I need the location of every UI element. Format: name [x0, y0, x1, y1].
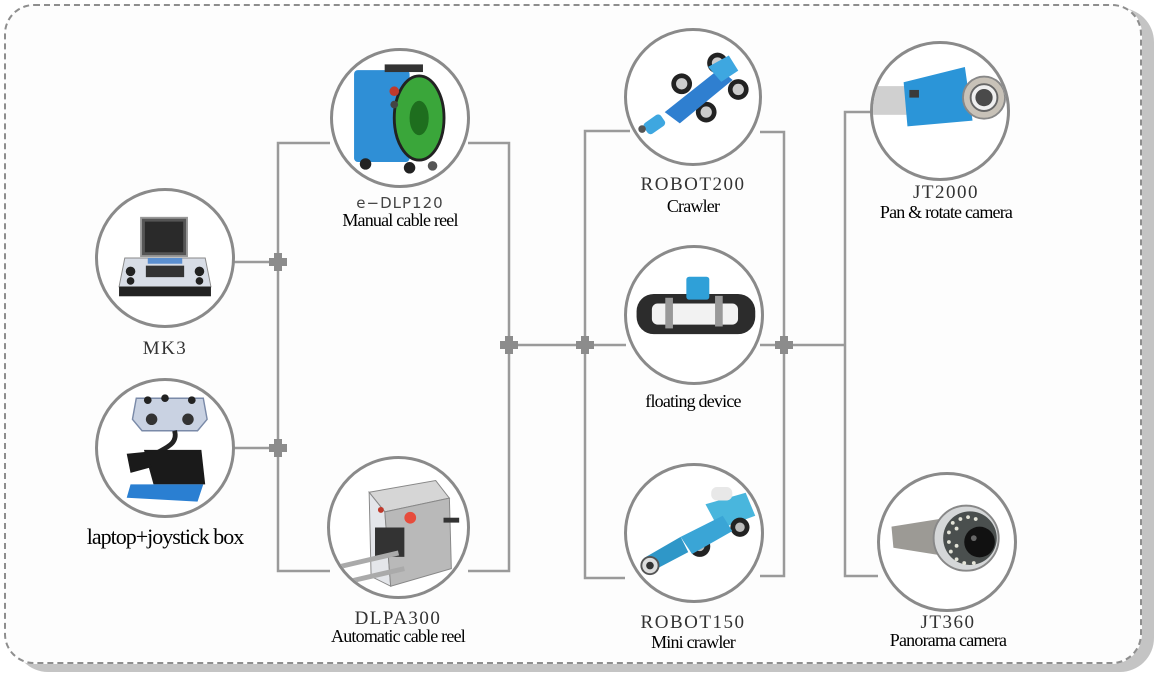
- node-description: Panorama camera: [889, 630, 1007, 650]
- pan-rotate-camera-icon: [870, 41, 1010, 181]
- panorama-camera-icon: [877, 472, 1017, 612]
- connector-line: [468, 141, 511, 573]
- node-model: DLPA300: [354, 608, 442, 629]
- connector-line: [276, 141, 330, 573]
- node-model: MK3: [142, 338, 188, 359]
- node-description: Crawler: [666, 196, 720, 216]
- node-model: JT360: [920, 612, 976, 633]
- node-description: Manual cable reel: [342, 210, 458, 230]
- connector-line: [583, 129, 630, 580]
- node-model: ROBOT150: [640, 612, 746, 633]
- laptop-joystick-icon: [95, 378, 235, 518]
- manual-cable-reel-icon: [330, 48, 470, 188]
- node-model: e−DLP120: [356, 194, 444, 212]
- control-unit-icon: [95, 188, 235, 328]
- connector-line: [843, 110, 878, 578]
- crawler-icon: [624, 28, 762, 166]
- junction-icon: [269, 253, 287, 271]
- node-model: JT2000: [913, 182, 979, 203]
- junction-icon: [576, 336, 594, 354]
- node-description: Automatic cable reel: [331, 626, 466, 646]
- junction-icon: [500, 336, 518, 354]
- junction-icon: [775, 336, 793, 354]
- node-description: floating device: [645, 391, 741, 411]
- mini-crawler-icon: [624, 463, 764, 603]
- automatic-cable-reel-icon: [327, 456, 470, 599]
- node-description: laptop+joystick box: [86, 524, 245, 549]
- junction-icon: [269, 439, 287, 457]
- floating-device-icon: [624, 245, 764, 385]
- node-description: Mini crawler: [651, 632, 736, 652]
- node-description: Pan & rotate camera: [879, 202, 1013, 222]
- node-model: ROBOT200: [640, 174, 746, 195]
